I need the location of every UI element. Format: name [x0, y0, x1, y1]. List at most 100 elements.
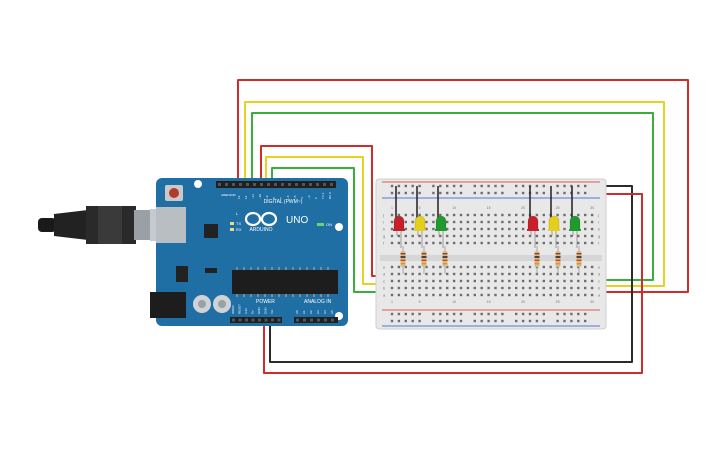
pin-label: ~5: [293, 195, 297, 199]
power-header: [230, 317, 282, 323]
pin-label: A0: [295, 310, 299, 314]
pin-label: GND: [257, 307, 261, 315]
row-letter: j: [382, 213, 384, 218]
on-led: [317, 223, 324, 226]
pin-label: 2: [314, 197, 318, 199]
breadboard-body: [375, 178, 607, 330]
column-number: 15: [487, 206, 491, 210]
wire-red-5v: [263, 193, 643, 374]
power-label: POWER: [256, 299, 275, 305]
led-left-red: [393, 186, 405, 248]
row-letter: e: [598, 265, 601, 270]
row-letter: i: [383, 220, 384, 225]
led-left-yellow: [414, 186, 426, 248]
pin-label: RESET: [238, 304, 242, 314]
row-letter: h: [598, 227, 600, 232]
pin-label: RX 0: [328, 192, 332, 199]
pin-label: A2: [309, 310, 313, 314]
components: [393, 186, 582, 274]
row-letter: b: [383, 286, 386, 291]
column-number: 1: [391, 300, 393, 304]
rx-led: [230, 228, 234, 231]
row-letter: f: [383, 241, 385, 246]
row-letter: d: [383, 272, 385, 277]
pin-label: A1: [302, 310, 306, 314]
pin-label: IOREF: [231, 305, 235, 314]
analog-label: ANALOG IN: [304, 299, 332, 305]
on-label: ON: [326, 222, 332, 227]
pin-label: A5: [330, 310, 334, 314]
analog-header: [294, 317, 338, 323]
pin-label: A4: [323, 310, 327, 314]
aref-label: AREF: [221, 193, 229, 197]
outer-wires: [237, 79, 689, 374]
pin-label: ~3: [307, 195, 311, 199]
pin-label: TX 1: [321, 192, 325, 199]
resistor-right-yellow: [555, 246, 561, 274]
pin-label: Vin: [270, 309, 274, 314]
gnd-label: GND: [229, 193, 237, 197]
pin-label: GND: [264, 307, 268, 315]
column-number: 30: [590, 206, 594, 210]
resistor-right-green: [576, 246, 582, 274]
brand-label: ARDUINO: [249, 227, 272, 233]
row-letter: e: [383, 265, 386, 270]
pin-label: 8: [272, 197, 276, 199]
arduino-logo: [244, 211, 278, 227]
row-letter: c: [383, 279, 385, 284]
row-letter: g: [598, 234, 600, 239]
pin-label: 7: [279, 197, 283, 199]
wire-red-long: [237, 79, 689, 293]
usb-cable-tail: [38, 218, 56, 232]
resistor-right-red: [534, 246, 540, 274]
pin-label: 4: [300, 197, 304, 199]
pin-label: ~6: [286, 195, 290, 199]
row-letter: a: [383, 293, 386, 298]
pin-label: 5V: [251, 310, 255, 314]
usb-socket: [156, 207, 186, 243]
led-right-green: [569, 186, 581, 248]
row-letter: i: [598, 220, 599, 225]
resistor-left-green: [442, 246, 448, 274]
column-number: 20: [521, 206, 525, 210]
column-number: 5: [419, 206, 421, 210]
rx-label: RX: [236, 227, 242, 232]
row-letter: j: [597, 213, 599, 218]
row-letter: a: [598, 293, 601, 298]
arduino-board: ARDUINO UNO DIGITAL (PWM~) POWER ANALOG …: [150, 178, 348, 326]
led-left-green: [435, 186, 447, 248]
led-right-red: [527, 186, 539, 248]
column-number: 25: [556, 300, 560, 304]
pin-label: ~9: [265, 195, 269, 199]
row-letter: h: [383, 227, 385, 232]
column-number: 25: [556, 206, 560, 210]
pin-label: 3.3V: [244, 308, 248, 314]
row-letter: c: [598, 279, 600, 284]
led-right-yellow: [548, 186, 560, 248]
usb-cable: [38, 206, 168, 244]
column-number: 15: [487, 300, 491, 304]
column-number: 1: [391, 206, 393, 210]
resistor-left-yellow: [421, 246, 427, 274]
model-label: UNO: [286, 215, 308, 226]
pin-label: A3: [316, 310, 320, 314]
digital-label: DIGITAL (PWM~): [264, 199, 303, 205]
l-label: L: [236, 211, 239, 216]
pin-label: 12: [244, 195, 248, 199]
row-letter: g: [383, 234, 385, 239]
wire-yellow-long: [244, 101, 665, 287]
column-number: 30: [590, 300, 594, 304]
column-number: 10: [452, 300, 456, 304]
pin-label: 13: [237, 195, 241, 199]
pin-label: ~11: [251, 194, 255, 199]
tx-label: TX: [236, 221, 241, 226]
column-number: 10: [452, 206, 456, 210]
row-letter: f: [598, 241, 600, 246]
atmega-chip: [232, 270, 338, 294]
